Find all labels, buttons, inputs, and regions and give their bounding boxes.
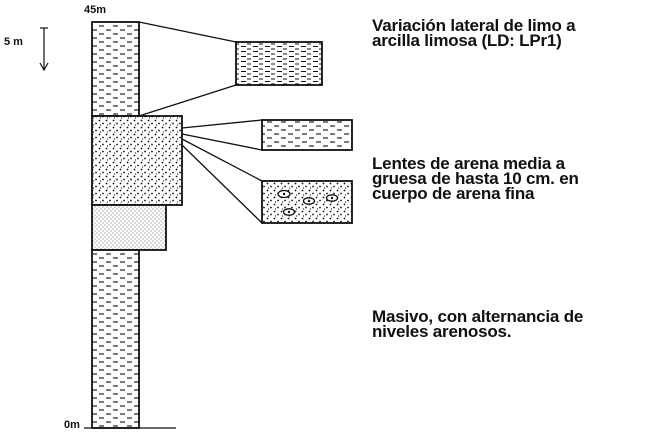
- column-top-label: 45m: [84, 4, 107, 16]
- annotation-lateral-variation: Variación lateral de limo a arcilla limo…: [372, 16, 576, 50]
- scale-label: 5 m: [4, 36, 23, 48]
- connector-lines: [138, 21, 263, 224]
- annotation-massive: Masivo, con alternancia de niveles areno…: [372, 307, 584, 341]
- column-bottom-label: 0m: [64, 419, 80, 431]
- stratigraphic-column: [91, 21, 183, 429]
- upper-silt-bed: [91, 21, 140, 117]
- inset-sand-lenses: [261, 180, 353, 224]
- fine-sand-bed: [91, 204, 167, 251]
- lower-silt-bed: [91, 249, 140, 429]
- annotation-sand-lenses: Lentes de arena media a gruesa de hasta …: [372, 154, 579, 203]
- inset-silt: [261, 119, 353, 151]
- scale-bar: [39, 27, 49, 72]
- sand-bed: [91, 115, 183, 206]
- inset-silt-clay: [235, 41, 323, 86]
